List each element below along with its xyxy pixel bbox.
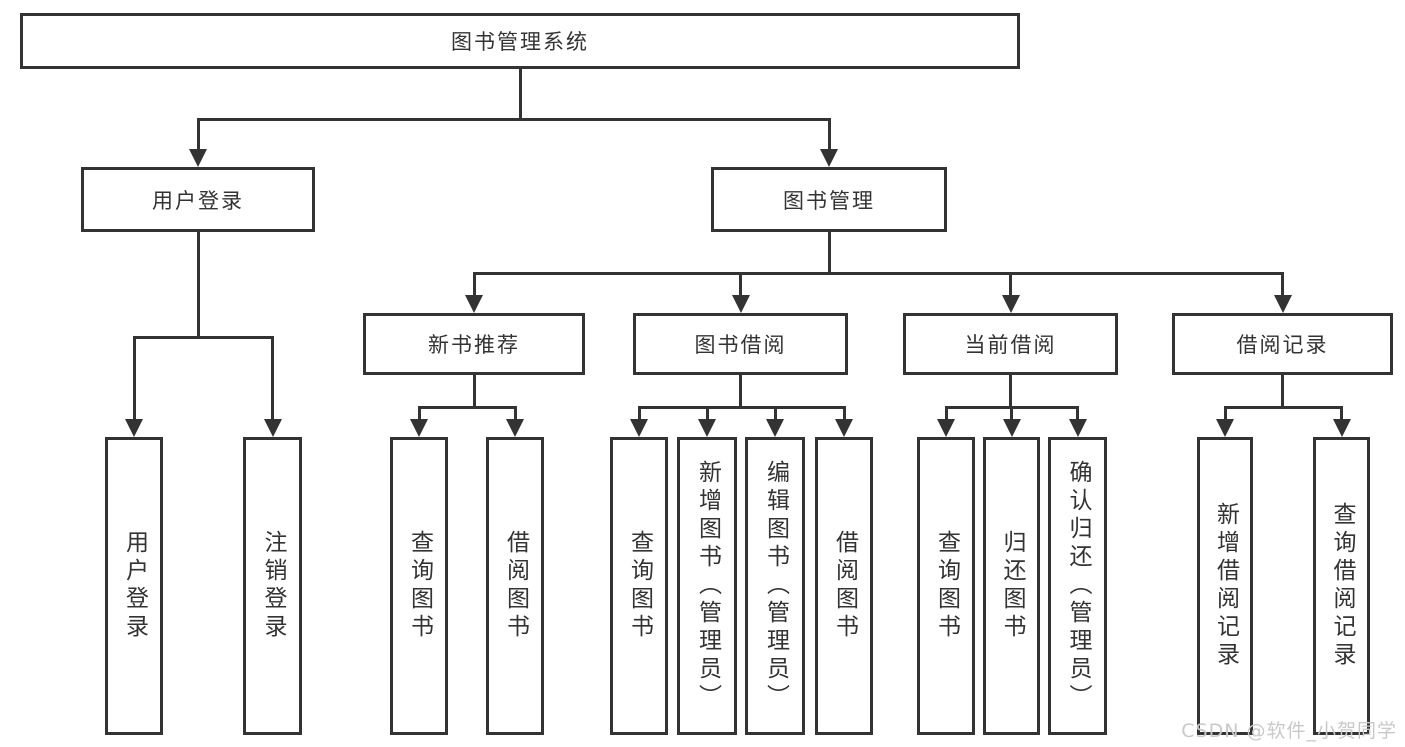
- down-arrowhead-icon: [630, 419, 648, 437]
- connector-line: [944, 406, 948, 423]
- node-label-current-borrow: 当前借阅: [964, 333, 1057, 357]
- node-label-leaf-add-book: 新增图书（管理员）: [694, 460, 721, 712]
- node-label-book-mgmt: 图书管理: [783, 188, 875, 213]
- node-label-book-borrow: 图书借阅: [694, 333, 787, 357]
- node-new-book: 新书推荐: [363, 313, 585, 375]
- connector-line: [132, 336, 274, 339]
- node-label-leaf-borrow-book-2: 借阅图书: [831, 530, 858, 642]
- node-label-leaf-return-book: 归还图书: [999, 530, 1025, 642]
- node-book-borrow: 图书借阅: [633, 313, 848, 375]
- connector-line: [1281, 272, 1284, 299]
- node-label-leaf-logout: 注销登录: [260, 530, 286, 642]
- node-leaf-return-book: 归还图书: [983, 437, 1040, 735]
- node-label-leaf-query-book-1: 查询图书: [406, 530, 433, 642]
- down-arrowhead-icon: [766, 419, 784, 437]
- node-label-leaf-query-book-3: 查询图书: [933, 530, 960, 642]
- connector-line: [1223, 406, 1227, 423]
- connector-line: [518, 69, 522, 121]
- connector-line: [1009, 272, 1012, 299]
- down-arrowhead-icon: [1001, 295, 1020, 313]
- down-arrowhead-icon: [1002, 419, 1021, 437]
- down-arrowhead-icon: [1216, 419, 1234, 437]
- connector-line: [827, 118, 831, 153]
- connector-line: [739, 375, 742, 409]
- down-arrowhead-icon: [125, 419, 143, 437]
- connector-line: [196, 118, 831, 121]
- node-label-leaf-user-login: 用户登录: [121, 530, 148, 642]
- node-current-borrow: 当前借阅: [903, 313, 1118, 375]
- connector-line: [196, 232, 200, 339]
- node-leaf-edit-book: 编辑图书（管理员）: [745, 437, 805, 735]
- node-book-mgmt: 图书管理: [711, 167, 947, 232]
- connector-line: [472, 272, 1284, 275]
- node-label-user-login: 用户登录: [152, 188, 244, 213]
- node-label-leaf-confirm-return: 确认归还（管理员）: [1065, 460, 1091, 712]
- down-arrowhead-icon: [820, 149, 838, 167]
- down-arrowhead-icon: [263, 419, 282, 437]
- node-leaf-query-book-3: 查询图书: [917, 437, 975, 735]
- down-arrowhead-icon: [189, 149, 207, 167]
- down-arrowhead-icon: [410, 419, 428, 437]
- node-label-leaf-query-record: 查询借阅记录: [1329, 502, 1355, 670]
- node-leaf-borrow-book-1: 借阅图书: [486, 437, 544, 735]
- down-arrowhead-icon: [937, 419, 955, 437]
- connector-line: [1223, 406, 1343, 409]
- connector-line: [1076, 406, 1079, 423]
- connector-line: [271, 336, 274, 423]
- node-label-leaf-add-record: 新增借阅记录: [1212, 502, 1239, 670]
- node-leaf-user-login: 用户登录: [105, 437, 163, 735]
- down-arrowhead-icon: [1332, 419, 1351, 437]
- node-root: 图书管理系统: [20, 13, 1020, 69]
- node-label-new-book: 新书推荐: [428, 333, 520, 357]
- connector-line: [1340, 406, 1343, 423]
- node-leaf-add-book: 新增图书（管理员）: [677, 437, 737, 735]
- connector-line: [739, 272, 742, 299]
- node-label-borrow-record: 借阅记录: [1236, 333, 1329, 357]
- down-arrowhead-icon: [698, 419, 716, 437]
- node-leaf-logout: 注销登录: [243, 437, 302, 735]
- connector-line: [472, 375, 476, 409]
- node-label-leaf-query-book-2: 查询图书: [626, 530, 653, 642]
- node-label-root: 图书管理系统: [451, 30, 589, 54]
- connector-line: [1009, 375, 1012, 409]
- connector-line: [842, 406, 846, 423]
- connector-line: [827, 232, 831, 275]
- connector-line: [1010, 406, 1013, 423]
- down-arrowhead-icon: [731, 295, 750, 313]
- node-leaf-add-record: 新增借阅记录: [1197, 437, 1253, 735]
- connector-line: [196, 118, 200, 153]
- node-label-leaf-borrow-book-1: 借阅图书: [502, 530, 529, 642]
- connector-line: [637, 406, 846, 409]
- connector-line: [513, 406, 517, 423]
- node-leaf-borrow-book-2: 借阅图书: [815, 437, 873, 735]
- connector-line: [417, 406, 421, 423]
- node-leaf-confirm-return: 确认归还（管理员）: [1048, 437, 1107, 735]
- node-leaf-query-record: 查询借阅记录: [1313, 437, 1370, 735]
- connector-line: [773, 406, 777, 423]
- connector-line: [472, 272, 476, 299]
- node-leaf-query-book-2: 查询图书: [610, 437, 668, 735]
- down-arrowhead-icon: [1273, 295, 1292, 313]
- csdn-watermark: CSDN @软件_小贺同学: [1181, 720, 1397, 742]
- connector-line: [637, 406, 641, 423]
- down-arrowhead-icon: [835, 419, 853, 437]
- down-arrowhead-icon: [506, 419, 524, 437]
- down-arrowhead-icon: [465, 295, 483, 313]
- node-leaf-query-book-1: 查询图书: [390, 437, 448, 735]
- node-borrow-record: 借阅记录: [1172, 313, 1393, 375]
- connector-line: [1281, 375, 1284, 409]
- node-user-login: 用户登录: [81, 167, 315, 232]
- down-arrowhead-icon: [1068, 419, 1087, 437]
- node-label-leaf-edit-book: 编辑图书（管理员）: [762, 460, 789, 712]
- connector-line: [705, 406, 709, 423]
- connector-line: [417, 406, 517, 409]
- connector-line: [132, 336, 136, 423]
